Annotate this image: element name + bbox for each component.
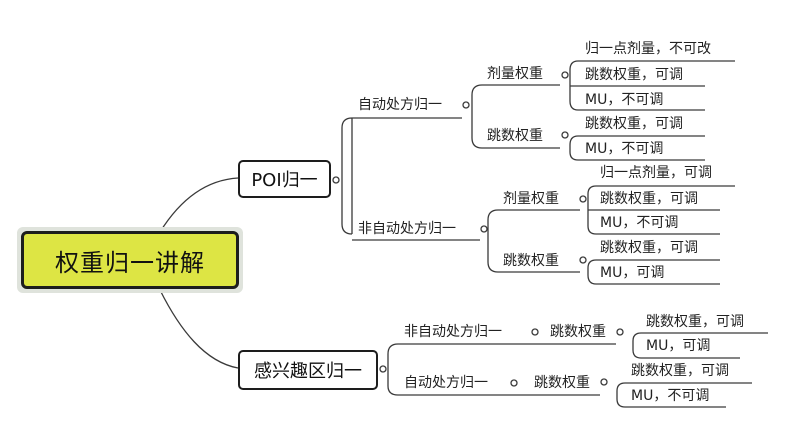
- poi-nonauto-jump-leaf-2[interactable]: MU，可调: [600, 265, 665, 281]
- poi-auto-dose-leaf-3[interactable]: MU，不可调: [585, 92, 664, 108]
- roi-nonauto-jump-topic[interactable]: 跳数权重: [550, 324, 606, 340]
- poi-auto-dose-leaf-2[interactable]: 跳数权重，可调: [585, 67, 683, 83]
- poi-nonauto-dose-leaf-2[interactable]: 跳数权重，可调: [600, 191, 698, 207]
- poi-nonauto-dose-topic[interactable]: 剂量权重: [503, 191, 559, 207]
- roi-auto-jump-leaf-2[interactable]: MU，不可调: [631, 388, 710, 404]
- roi-bracket: [387, 343, 399, 396]
- poi-auto-topic[interactable]: 自动处方归一: [358, 97, 442, 113]
- roi-auto-jump-leaf-1[interactable]: 跳数权重，可调: [631, 363, 729, 379]
- roi-nonauto-jump-leaf-2[interactable]: MU，可调: [646, 338, 711, 354]
- roi-topic[interactable]: 感兴趣区归一: [238, 350, 378, 390]
- poi-nonauto-dose-leaf-1[interactable]: 归一点剂量，可调: [600, 165, 712, 181]
- poi-bracket: [341, 117, 353, 235]
- poi-auto-jump-toggle[interactable]: [561, 131, 569, 139]
- poi-auto-bracket: [471, 84, 483, 149]
- poi-nonauto-jump-topic[interactable]: 跳数权重: [503, 253, 559, 269]
- roi-nonauto-topic[interactable]: 非自动处方归一: [404, 324, 502, 340]
- roi-auto-jump-toggle[interactable]: [600, 378, 608, 386]
- poi-nonauto-toggle[interactable]: [480, 225, 488, 233]
- root-topic-label: 权重归一讲解: [21, 231, 239, 289]
- poi-nonauto-jump-leaf-1[interactable]: 跳数权重，可调: [600, 240, 698, 256]
- roi-auto-toggle[interactable]: [510, 379, 518, 387]
- poi-auto-jump-leaf-2[interactable]: MU，不可调: [585, 141, 664, 157]
- poi-collapse-toggle[interactable]: [332, 176, 340, 184]
- poi-nonauto-dose-leaf-3[interactable]: MU，不可调: [600, 215, 679, 231]
- roi-nonauto-jump-leaf-1[interactable]: 跳数权重，可调: [646, 314, 744, 330]
- roi-collapse-toggle[interactable]: [379, 365, 387, 373]
- roi-auto-jump-topic[interactable]: 跳数权重: [534, 375, 590, 391]
- poi-auto-dose-topic[interactable]: 剂量权重: [487, 66, 543, 82]
- poi-nonauto-dose-toggle[interactable]: [579, 195, 587, 203]
- poi-auto-dose-toggle[interactable]: [561, 71, 569, 79]
- poi-nonauto-bracket: [487, 209, 499, 273]
- poi-nonauto-jump-toggle[interactable]: [579, 256, 587, 264]
- root-to-roi-link: [159, 289, 239, 369]
- roi-nonauto-jump-toggle[interactable]: [616, 328, 624, 336]
- poi-nonauto-topic[interactable]: 非自动处方归一: [358, 221, 456, 237]
- poi-auto-jump-leaf-1[interactable]: 跳数权重，可调: [585, 116, 683, 132]
- poi-topic[interactable]: POI归一: [238, 160, 331, 198]
- roi-auto-topic[interactable]: 自动处方归一: [404, 375, 488, 391]
- roi-nonauto-toggle[interactable]: [531, 328, 539, 336]
- root-to-poi-link: [159, 177, 239, 233]
- poi-auto-jump-topic[interactable]: 跳数权重: [487, 128, 543, 144]
- poi-auto-dose-leaf-1[interactable]: 归一点剂量，不可改: [585, 41, 711, 57]
- poi-auto-toggle[interactable]: [462, 101, 470, 109]
- root-topic[interactable]: 权重归一讲解: [17, 227, 243, 293]
